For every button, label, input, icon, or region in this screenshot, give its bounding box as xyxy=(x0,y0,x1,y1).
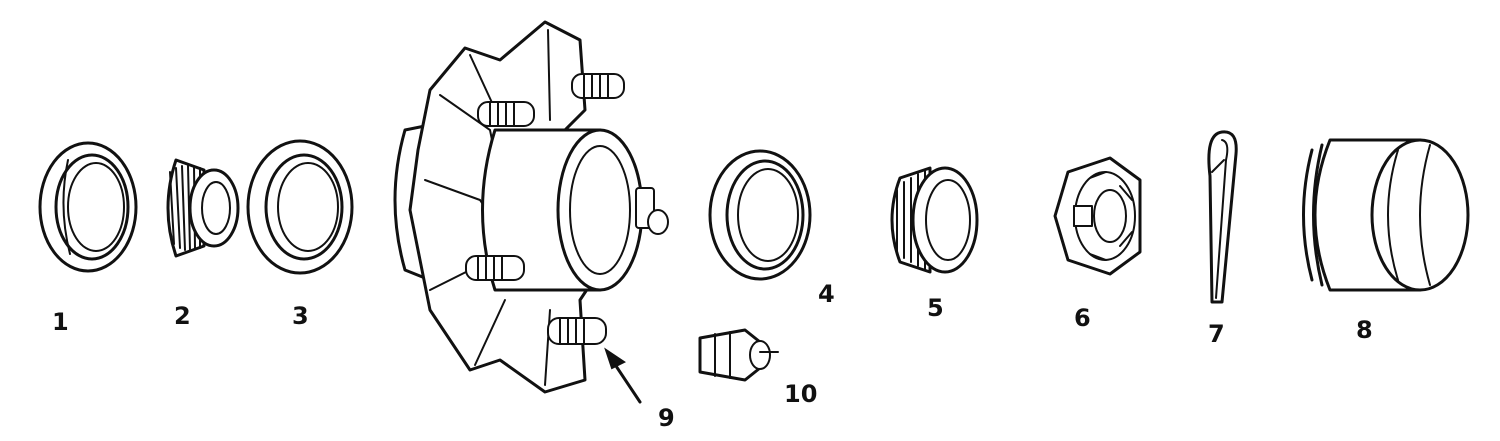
part-1-bearing-cup xyxy=(38,141,138,273)
label-part-9: 9 xyxy=(658,404,675,432)
label-part-7: 7 xyxy=(1208,320,1225,348)
part-6-castle-nut xyxy=(1053,156,1142,276)
part-5-bearing-cone xyxy=(890,166,979,274)
part-7-cotter-pin xyxy=(1207,130,1238,304)
stud-pointer-arrow xyxy=(604,347,642,404)
label-part-2: 2 xyxy=(174,302,191,330)
label-part-1: 1 xyxy=(52,308,69,336)
label-part-4: 4 xyxy=(818,280,835,308)
label-part-5: 5 xyxy=(927,294,944,322)
label-part-8: 8 xyxy=(1356,316,1373,344)
part-4-bearing-cup xyxy=(708,149,812,281)
part-3-grease-seal xyxy=(246,139,354,275)
label-part-10: 10 xyxy=(784,380,817,408)
part-8-dust-cap xyxy=(1302,138,1470,292)
label-part-6: 6 xyxy=(1074,304,1091,332)
hub-assembly xyxy=(393,20,669,394)
part-10-lug-nut xyxy=(698,328,779,382)
wheel-studs xyxy=(465,73,625,345)
label-part-3: 3 xyxy=(292,302,309,330)
part-2-bearing-cone xyxy=(166,158,240,258)
